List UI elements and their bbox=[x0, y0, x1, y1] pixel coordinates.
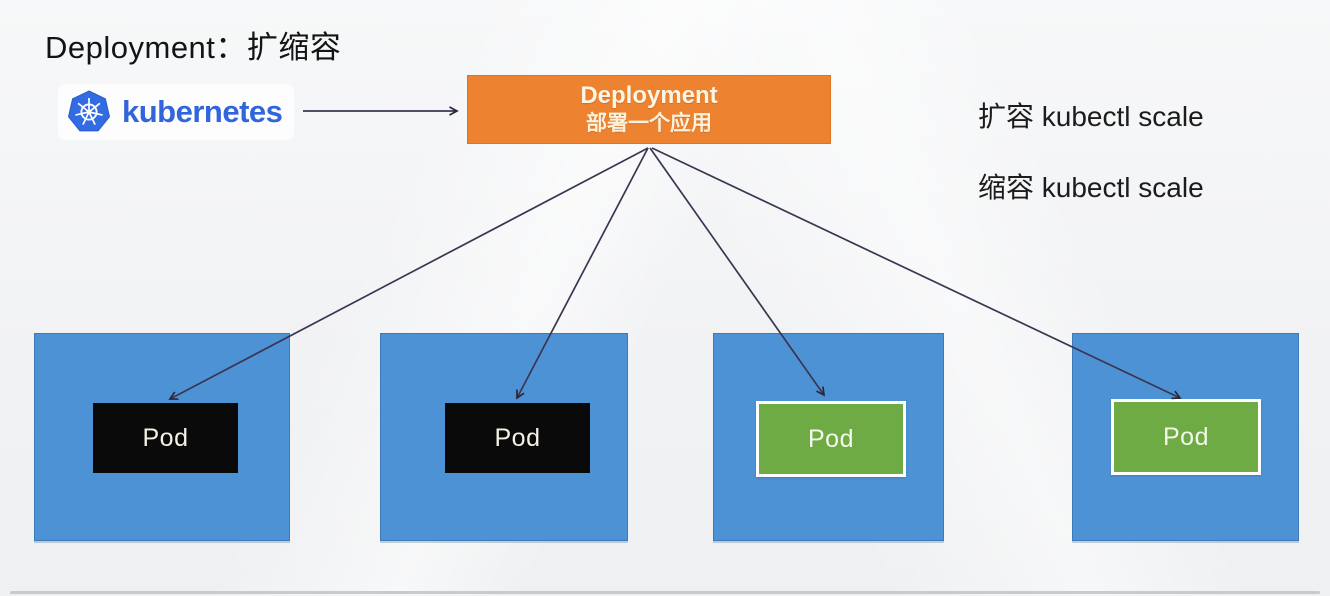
slide-bottom-edge bbox=[10, 591, 1320, 594]
node-box-3: Pod bbox=[713, 333, 944, 541]
node-box-1: Pod bbox=[34, 333, 290, 541]
deployment-box-title: Deployment bbox=[580, 82, 718, 110]
scale-up-command: 扩容 kubectl scale bbox=[978, 101, 1204, 132]
node-box-4: Pod bbox=[1072, 333, 1299, 541]
scale-down-command: 缩容 kubectl scale bbox=[978, 172, 1204, 203]
kubernetes-logo: kubernetes bbox=[58, 84, 295, 140]
kubernetes-wordmark: kubernetes bbox=[122, 94, 283, 129]
pod-3: Pod bbox=[756, 401, 906, 477]
kubernetes-helm-icon bbox=[67, 90, 111, 132]
pod-1: Pod bbox=[93, 403, 238, 473]
pod-2: Pod bbox=[445, 403, 590, 473]
deployment-box: Deployment 部署一个应用 bbox=[467, 75, 831, 144]
page-title: Deployment：扩缩容 bbox=[45, 30, 342, 65]
node-box-2: Pod bbox=[380, 333, 628, 541]
pod-4: Pod bbox=[1111, 399, 1261, 475]
deployment-box-subtitle: 部署一个应用 bbox=[586, 111, 712, 135]
